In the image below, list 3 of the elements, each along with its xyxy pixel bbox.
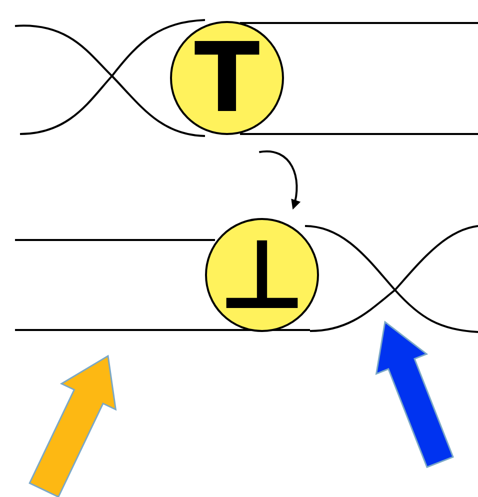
curved-arrow: [259, 150, 300, 210]
letter-label: T: [194, 30, 260, 126]
letter-label: ⊥: [218, 227, 306, 323]
